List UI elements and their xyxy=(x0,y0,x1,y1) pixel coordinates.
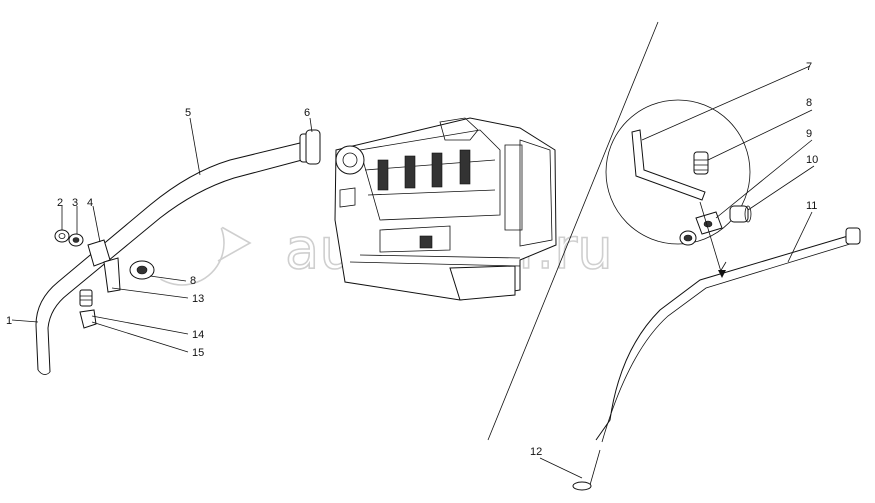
callout-8-left: 8 xyxy=(190,275,196,287)
callout-12: 12 xyxy=(530,446,542,458)
leader-lines xyxy=(11,65,815,479)
clip-8-left xyxy=(129,260,155,280)
bolt-14 xyxy=(79,289,93,307)
callout-14: 14 xyxy=(192,329,204,341)
section-line xyxy=(487,21,659,441)
detail-circle xyxy=(605,99,751,245)
tube-clamp-6 xyxy=(299,129,321,165)
callout-1: 1 xyxy=(6,315,12,327)
bracket-13 xyxy=(103,257,121,293)
clip-9 xyxy=(695,211,723,235)
bracket-7 xyxy=(631,129,706,201)
engine-assembly xyxy=(334,117,557,301)
callout-5: 5 xyxy=(185,107,191,119)
callout-8: 8 xyxy=(806,97,812,109)
callout-3: 3 xyxy=(72,197,78,209)
callout-4: 4 xyxy=(87,197,93,209)
callout-6: 6 xyxy=(304,107,310,119)
callout-7: 7 xyxy=(806,61,812,73)
callout-15: 15 xyxy=(192,347,204,359)
nut-3 xyxy=(68,233,84,247)
intake-tube xyxy=(35,142,303,375)
callout-11: 11 xyxy=(806,200,817,212)
callout-2: 2 xyxy=(57,197,63,209)
bolt-8 xyxy=(693,151,709,175)
callout-13: 13 xyxy=(192,293,204,305)
detail-arrowhead xyxy=(718,270,726,278)
nut-15 xyxy=(79,309,97,329)
callout-9: 9 xyxy=(806,128,812,140)
detail-arrow xyxy=(699,201,723,276)
nut-detail xyxy=(679,230,697,246)
washer-2 xyxy=(54,229,70,243)
dipstick-tube-11 xyxy=(595,227,861,443)
callout-10: 10 xyxy=(806,154,818,166)
dipstick-12 xyxy=(572,449,601,491)
sleeve-10 xyxy=(729,205,752,223)
